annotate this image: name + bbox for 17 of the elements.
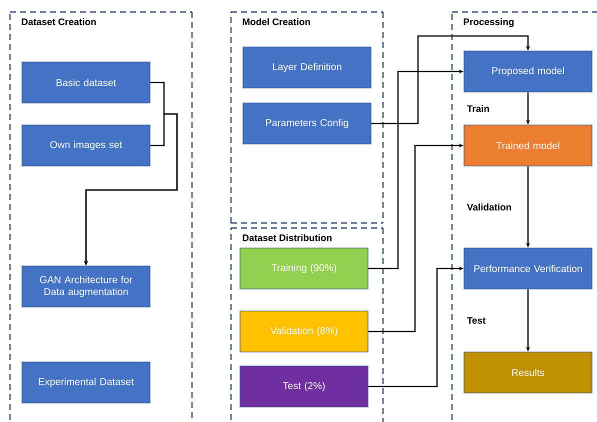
process-box: Training (90%) bbox=[240, 248, 368, 290]
edge-label: Validation bbox=[466, 204, 512, 210]
process-box: Performance Verification bbox=[464, 248, 592, 290]
edge-label: Test bbox=[467, 317, 486, 324]
arrow bbox=[371, 35, 530, 124]
process-box: Parameters Config bbox=[242, 102, 372, 144]
process-box: Trained model bbox=[464, 124, 592, 166]
process-box: Basic dataset bbox=[22, 62, 150, 104]
process-box: Validation (8%) bbox=[240, 310, 368, 352]
process-box: Own images set bbox=[22, 124, 150, 166]
process-box: Test (2%) bbox=[240, 366, 368, 408]
process-box: Proposed model bbox=[464, 50, 592, 92]
process-box: Results bbox=[464, 352, 592, 394]
edge-label: Train bbox=[467, 105, 489, 112]
process-box: Layer Definition bbox=[242, 46, 372, 88]
process-box: GAN Architecture for Data augmentation bbox=[22, 266, 150, 308]
process-box: Experimental Dataset bbox=[22, 362, 150, 404]
